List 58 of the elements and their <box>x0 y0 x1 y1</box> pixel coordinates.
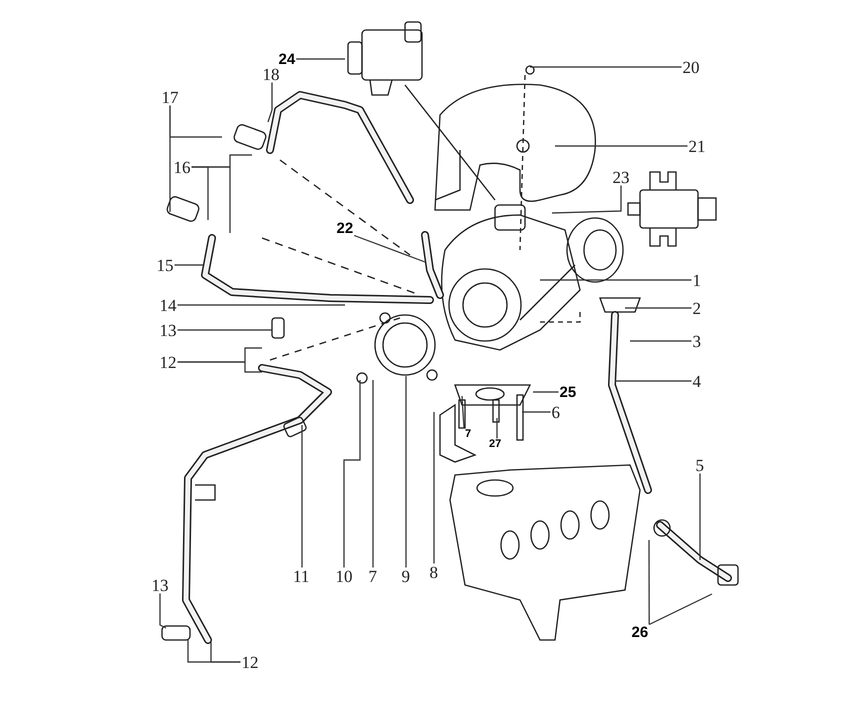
callout-number: 16 <box>174 158 190 176</box>
callout-number: 12 <box>242 654 258 670</box>
callout-number: 2 <box>692 300 701 316</box>
leader-line <box>354 234 426 263</box>
leader-line <box>625 307 692 309</box>
leader-line <box>169 106 171 212</box>
leader-line <box>372 380 374 568</box>
leader-line <box>522 411 550 413</box>
callout-number: 17 <box>162 88 178 106</box>
callout-number: 3 <box>692 332 701 350</box>
leader-line <box>615 380 692 382</box>
leader-line <box>648 593 712 626</box>
leader-line <box>405 376 407 568</box>
callout-number: 9 <box>402 568 410 584</box>
leader-line <box>187 640 240 663</box>
leader-line <box>648 540 650 624</box>
callout-number: 20 <box>682 58 700 76</box>
callout-number: 11 <box>293 568 310 584</box>
leader-line <box>530 66 682 68</box>
callout-number: 14 <box>160 296 176 314</box>
callout-number: 25 <box>560 384 576 400</box>
callout-number: 22 <box>336 220 354 236</box>
leader-line <box>496 418 498 438</box>
leader-line <box>552 186 622 214</box>
leader-line <box>555 145 688 147</box>
leader-line <box>174 264 203 266</box>
leader-line <box>533 391 558 393</box>
callout-number: 15 <box>156 256 174 274</box>
callout-number: 23 <box>612 168 630 186</box>
callout-number: 7 <box>368 568 377 584</box>
callout-number: 24 <box>278 52 296 66</box>
leader-line <box>540 279 692 281</box>
leader-line <box>296 58 345 60</box>
callout-number: 13 <box>160 322 176 338</box>
leader-line <box>159 594 166 629</box>
leader-line <box>267 82 273 122</box>
leader-line <box>178 304 345 306</box>
leader-line <box>699 474 701 560</box>
callout-number: 10 <box>336 568 352 584</box>
callout-number: 6 <box>552 404 560 420</box>
callout-number: 7 <box>465 428 472 440</box>
callout-number: 18 <box>262 66 280 82</box>
callout-number: 12 <box>160 354 176 370</box>
callout-number: 1 <box>692 272 701 288</box>
callout-number: 4 <box>692 372 701 390</box>
callout-number: 5 <box>696 456 704 474</box>
callout-number: 27 <box>489 438 502 450</box>
callout-number: 13 <box>152 576 168 594</box>
leader-line <box>343 380 361 568</box>
callout-number: 26 <box>632 624 648 640</box>
leader-line <box>178 361 262 373</box>
leader-line <box>192 154 252 168</box>
leader-line <box>301 425 303 568</box>
leader-line <box>433 412 435 564</box>
leader-line <box>178 329 272 331</box>
callout-number: 21 <box>688 138 706 154</box>
leader-line <box>630 340 692 342</box>
callout-number: 8 <box>430 564 438 580</box>
